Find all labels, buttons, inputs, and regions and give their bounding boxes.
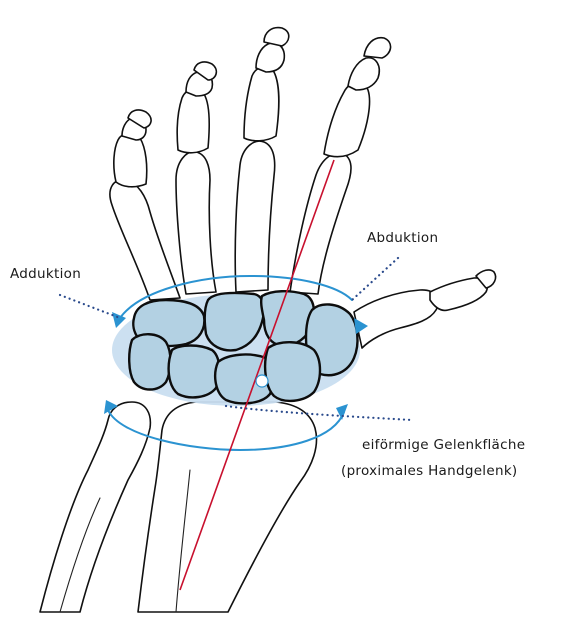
carpal-triquetrum (169, 346, 220, 398)
index-finger-metacarpal (290, 153, 351, 294)
thumb-metacarpal (354, 290, 438, 348)
forearm-bones (40, 402, 317, 612)
ring-finger-phalanx-1 (177, 89, 209, 153)
middle-finger-metacarpal (235, 141, 274, 292)
carpal-scaphoid (265, 342, 320, 401)
ulna (40, 402, 150, 612)
middle-finger-phalanx-2 (256, 43, 284, 72)
ring-finger-metacarpal (176, 152, 216, 294)
little-finger-phalanx-1 (114, 133, 147, 187)
leader-abduction (352, 258, 398, 300)
index-finger-phalanx-3 (364, 38, 391, 58)
leader-adduction (60, 295, 120, 318)
label-abduction: Abduktion (367, 230, 438, 246)
little-finger-metacarpal (110, 180, 180, 300)
label-joint-surface: eiförmige Gelenkfläche (362, 437, 525, 453)
thumb-proximal-phalanx (430, 278, 487, 310)
radius (138, 402, 317, 612)
index-finger-phalanx-1 (324, 83, 370, 157)
middle-finger-phalanx-3 (264, 28, 289, 46)
arrowhead-lower-right (336, 404, 348, 420)
index-finger-phalanx-2 (348, 58, 379, 90)
label-adduction: Adduktion (10, 266, 81, 282)
label-proximal-wrist-joint: (proximales Handgelenk) (341, 463, 518, 479)
middle-finger-phalanx-1 (244, 67, 279, 141)
carpal-pisiform (129, 334, 170, 389)
axis-pivot-point (256, 375, 268, 387)
